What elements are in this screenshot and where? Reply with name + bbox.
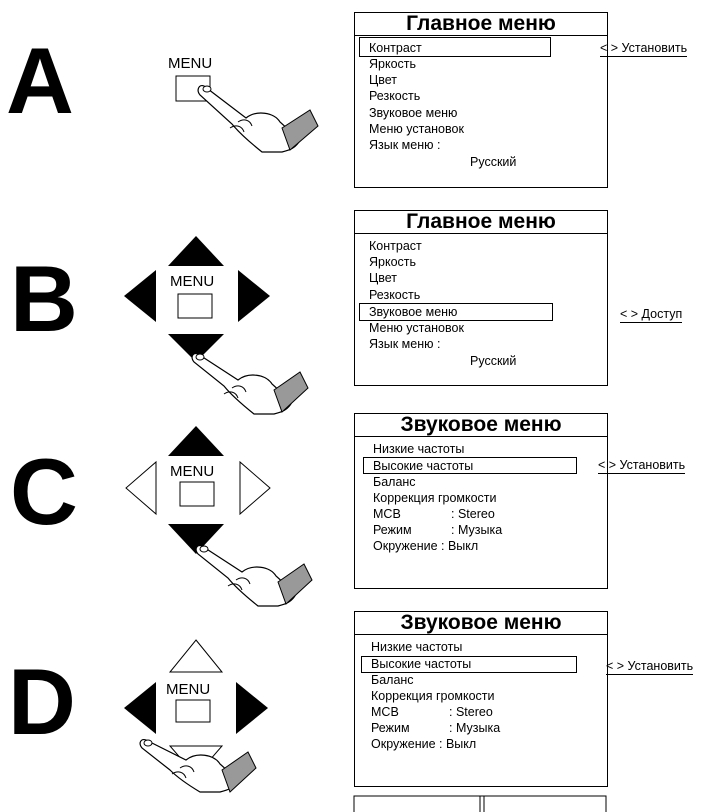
menu-title: Звуковое меню — [400, 611, 562, 634]
pointing-hand-icon — [191, 352, 309, 415]
menu-item-language[interactable]: Язык меню : — [369, 138, 441, 152]
menu-button-label: MENU — [170, 463, 214, 480]
menu-title: Главное меню — [406, 12, 556, 35]
menu-item-setup[interactable]: Меню установок — [369, 122, 464, 136]
pointing-hand-icon — [139, 738, 257, 793]
setting-mode-label[interactable]: Режим — [371, 721, 410, 735]
down-arrow-icon — [168, 524, 224, 554]
highlight-box — [361, 656, 577, 673]
menu-item-sound[interactable]: Звуковое меню — [369, 305, 458, 319]
left-arrow-icon — [124, 682, 156, 734]
menu-item-brightness[interactable]: Яркость — [369, 255, 417, 269]
setting-surround-value: : Выкл — [441, 539, 479, 553]
menu-item-loudness[interactable]: Коррекция громкости — [373, 491, 497, 505]
menu-item-color[interactable]: Цвет — [369, 73, 398, 87]
up-arrow-icon — [168, 236, 224, 266]
setting-mode-value: : Музыка — [451, 523, 503, 537]
setting-mcb-label[interactable]: МСВ — [371, 705, 399, 719]
osd-main-menu-b: Главное меню Контраст Яркость Цвет Резко… — [354, 210, 608, 386]
setting-surround-value: : Выкл — [439, 737, 477, 751]
step-c-remote: MENU — [125, 426, 313, 607]
menu-title: Главное меню — [406, 210, 556, 233]
hint-set: < > Установить — [600, 41, 688, 57]
down-arrow-icon — [168, 334, 224, 362]
menu-button — [177, 293, 213, 319]
menu-item-contrast[interactable]: Контраст — [369, 239, 422, 253]
pointing-hand-icon — [195, 544, 313, 607]
right-arrow-icon — [239, 460, 271, 516]
menu-title: Звуковое меню — [400, 413, 562, 436]
menu-item-contrast[interactable]: Контраст — [369, 41, 422, 55]
left-arrow-icon — [124, 270, 156, 322]
menu-item-color[interactable]: Цвет — [369, 271, 398, 285]
menu-item-loudness[interactable]: Коррекция громкости — [371, 689, 495, 703]
menu-item-sound[interactable]: Звуковое меню — [369, 106, 458, 120]
menu-button-label: MENU — [166, 681, 210, 698]
menu-button-label: MENU — [170, 273, 214, 290]
osd-sound-menu-c: Звуковое меню Низкие частоты Высокие час… — [354, 413, 608, 589]
menu-item-language[interactable]: Язык меню : — [369, 337, 441, 351]
up-arrow-icon — [168, 639, 224, 673]
setting-surround-label[interactable]: Окружение — [373, 539, 438, 553]
language-value: Русский — [470, 354, 517, 368]
step-letter-c: C — [10, 439, 78, 544]
language-value: Русский — [470, 155, 517, 169]
setting-mode-value: : Музыка — [449, 721, 501, 735]
osd-sound-menu-d: Звуковое меню Низкие частоты Высокие час… — [354, 611, 608, 787]
step-letter-a: A — [6, 28, 74, 133]
menu-item-setup[interactable]: Меню установок — [369, 321, 464, 335]
menu-item-balance[interactable]: Баланс — [373, 475, 416, 489]
highlight-box — [363, 457, 577, 474]
step-letter-d: D — [8, 649, 76, 754]
setting-mcb-label[interactable]: МСВ — [373, 507, 401, 521]
menu-item-balance[interactable]: Баланс — [371, 673, 414, 687]
right-arrow-icon — [238, 270, 270, 322]
osd-main-menu-a: Главное меню Контраст Яркость Цвет Резко… — [354, 12, 608, 188]
hint-set: < > Установить — [598, 458, 686, 474]
step-letter-b: B — [10, 246, 78, 351]
left-arrow-icon — [125, 460, 157, 516]
right-arrow-icon — [236, 682, 268, 734]
menu-item-treble[interactable]: Высокие частоты — [371, 657, 472, 671]
highlight-box — [359, 303, 553, 321]
step-a-remote: MENU — [168, 55, 319, 153]
menu-item-bass[interactable]: Низкие частоты — [371, 640, 463, 654]
menu-item-treble[interactable]: Высокие частоты — [373, 459, 474, 473]
setting-mcb-value: : Stereo — [449, 705, 493, 719]
hint-set: < > Установить — [606, 659, 694, 675]
setting-mcb-value: : Stereo — [451, 507, 495, 521]
menu-button — [175, 699, 211, 723]
step-d-remote: MENU — [124, 639, 268, 793]
menu-item-sharpness[interactable]: Резкость — [369, 288, 421, 302]
pointing-hand-icon — [197, 85, 319, 153]
setting-mode-label[interactable]: Режим — [373, 523, 412, 537]
menu-button — [179, 481, 215, 507]
menu-button-label: MENU — [168, 55, 212, 72]
menu-item-brightness[interactable]: Яркость — [369, 57, 417, 71]
highlight-box — [359, 37, 551, 57]
up-arrow-icon — [168, 426, 224, 456]
menu-item-bass[interactable]: Низкие частоты — [373, 442, 465, 456]
setting-surround-label[interactable]: Окружение — [371, 737, 436, 751]
step-b-remote: MENU — [124, 236, 309, 415]
menu-item-sharpness[interactable]: Резкость — [369, 89, 421, 103]
hint-access: < > Доступ — [620, 307, 683, 323]
